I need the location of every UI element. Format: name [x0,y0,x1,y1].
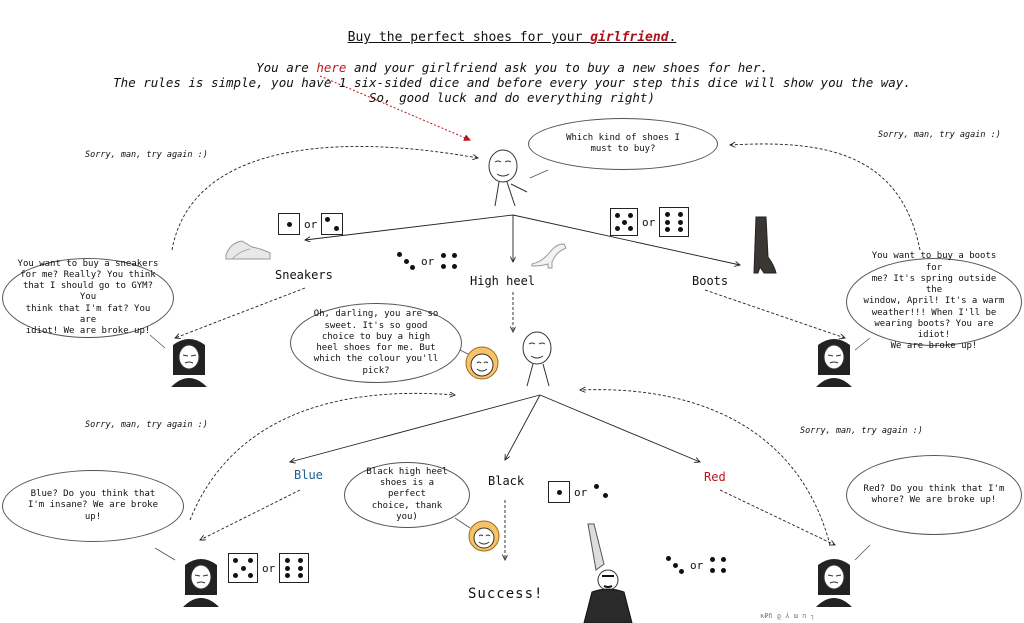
intro-line-2: The rules is simple, you have 1 six-side… [113,75,911,90]
bubble-line: me? It's spring outside the [871,273,997,296]
bubble-line: that I should go to GYM? You [22,281,154,303]
sneaker-icon [225,240,271,260]
title-emphasis: girlfriend [590,30,669,45]
intro-line-3: So, good luck and do everything right) [369,90,655,105]
die-four-icon [438,250,461,272]
option-high-heel: High heel [470,274,536,288]
bubble-line: idiot! We are broke up! [25,326,151,337]
or-label: or [642,215,656,229]
bubble-line: Blue? Do you think that [30,489,156,500]
intro-line-1a: You are [256,60,317,75]
or-label: or [262,561,276,575]
or-label: or [421,254,435,268]
die-one-icon [278,213,300,235]
bubble-line: up! [84,511,102,522]
footer-watermark: ĸ₽ჩ ϱ ⅄ ɯ ∩ ┐ [760,612,815,620]
bubble-line: whore? We are broke up! [871,495,997,505]
die-two-icon [591,481,614,503]
girlfriend-angry-icon [183,559,219,607]
or-label: or [304,217,318,231]
die-three-icon [395,250,417,272]
girlfriend-happy-icon [468,520,500,552]
girlfriend-happy-icon [465,346,499,380]
bubble-line: We are broke up! [890,341,978,352]
bubble-line: Black high heel [366,466,448,477]
or-label: or [574,485,588,499]
bubble-line: sweet. It's so good [324,320,428,331]
bubble-line: which the colour you'll [313,354,439,365]
bubble-line: for me? Really? You think [20,269,156,280]
dice-blue: or [228,553,310,583]
intro-line-1b: and your girlfriend ask you to buy a new… [346,60,768,75]
bubble-line: choice, thank you) [371,500,443,522]
dice-red: or [664,554,730,576]
bubble-line: wearing boots? You are idiot! [874,318,994,341]
die-one-icon [548,481,570,503]
girlfriend-angry-icon [816,339,852,387]
option-black: Black [488,474,525,488]
bubble-line: I'm insane? We are broke [27,500,159,511]
die-two-icon [321,213,344,235]
success-label: Success! [468,586,544,602]
bubble-line: must to buy? [590,144,656,154]
die-six-icon [659,207,690,237]
die-four-icon [707,554,730,576]
victory-pose-icon [583,523,633,623]
die-five-icon [228,553,258,583]
sorry-label-top-right: Sorry, man, try again :) [878,130,1001,140]
dice-sneakers: or [278,213,344,235]
title-text: Buy the perfect shoes for your [347,30,591,45]
high-heel-icon [531,243,567,269]
boot-icon [753,216,777,274]
bubble-line: heel shoes for me. But [316,343,436,353]
title-end: . [668,30,677,45]
bubble-line: choice to buy a high [321,331,431,342]
dice-highheel: or [395,250,461,272]
bubble-line: Red? Do you think that I'm [863,483,1005,494]
bubble-line: Which kind of shoes I [566,132,680,143]
bubble-line: window, April! It's a warm [863,296,1005,307]
or-label: or [690,558,704,572]
die-three-icon [664,554,686,576]
dice-black: or [548,481,614,503]
sorry-label-top-left: Sorry, man, try again :) [85,150,208,160]
girlfriend-angry-icon [816,559,852,607]
boyfriend-face-icon [522,331,552,387]
here-marker: here [316,60,347,75]
bubble-line: shoes is a perfect [379,478,435,500]
sorry-label-bottom-right: Sorry, man, try again :) [800,426,923,436]
page-title: Buy the perfect shoes for your girlfrien… [0,30,1024,45]
bubble-line: pick? [362,365,390,376]
bubble-line: weather!!! When I'll be [871,307,997,318]
die-five-icon [610,208,638,236]
sorry-label-bottom-left: Sorry, man, try again :) [85,420,208,430]
dice-boots: or [610,207,690,237]
bubble-line: You want to buy a boots for [871,251,997,273]
boyfriend-face-icon [488,149,528,207]
bubble-line: think that I'm fat? You are [25,303,151,325]
girlfriend-angry-icon [171,339,207,387]
option-blue: Blue [294,468,323,482]
bubble-line: You want to buy a sneakers [17,258,159,269]
option-boots: Boots [692,274,729,288]
option-sneakers: Sneakers [275,268,333,282]
intro-line-1: You are here and your girlfriend ask you… [0,60,1024,75]
die-six-icon [279,553,310,583]
bubble-line: Oh, darling, you are so [313,309,439,320]
option-red: Red [704,470,726,484]
